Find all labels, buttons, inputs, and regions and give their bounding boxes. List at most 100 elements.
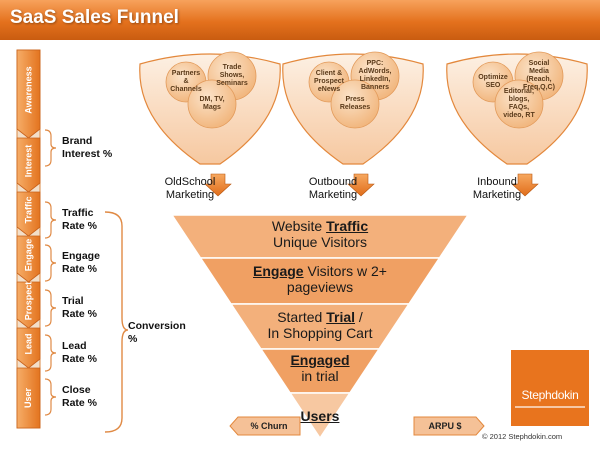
stage-label-text: Lead [23,332,34,355]
stage-chevron [16,235,41,283]
funnel-keyword: Users [300,408,340,424]
funnel-text-line: Engaged [200,352,440,368]
channel-arrow [347,173,375,197]
bubble-text-line: & [183,78,189,85]
stage-chevron [16,327,41,369]
funnel-band-label: Started Trial /In Shopping Cart [200,309,440,341]
bubble-text-line: Mags [203,104,221,111]
channel-bubble-text: DM, TV,Mags [199,96,224,112]
stage-chevron [16,191,41,237]
channel-label-line: Marketing [165,189,215,201]
funnel-text-line: Engage Visitors w 2+ [253,263,387,279]
bubble-text-line: PPC: [366,60,384,67]
stage-label-text: Traffic [23,195,34,224]
stage-label-traffic: Traffic [17,192,40,227]
conversion-bracket [104,211,129,433]
bubble-text-line: Prospect [314,78,344,85]
stage-chevron [16,137,41,193]
funnel-band-label: Engage Visitors w 2+pageviews [200,263,440,295]
arpu-tag-label: ARPU $ [428,421,462,431]
rate-bracket [44,129,57,167]
page-title: SaaS Sales Funnel [10,7,179,28]
stage-chevron [16,281,41,329]
channel-bubble [330,79,380,129]
bubble-text-line: eNews [317,86,341,93]
bubble-text-line: Editorial; [503,88,535,95]
rate-bracket [44,289,57,327]
stage-label-text: Interest [23,144,34,177]
rate-label-line: Traffic [62,207,94,219]
rate-label-line: Engage [62,250,100,262]
channel-label-line: Inbound [477,176,517,188]
channel-label-line: Outbound [308,176,358,188]
rate-label-line: Interest % [62,148,113,160]
funnel-keyword: Engaged [290,352,350,368]
bubble-text-line: Partners [171,70,201,77]
stage-chevron [16,367,41,429]
funnel-keyword: Engage [253,263,304,279]
bubble-text-line: Media [529,68,549,75]
stage-chevron [16,49,41,139]
channel-bubble [187,79,237,129]
bubble-text-line: Releases [339,104,371,111]
rate-label-line: Rate % [62,397,98,409]
channel-arrow [204,173,232,197]
title-bar: SaaS Sales Funnel [0,0,600,40]
bubble-text-line: Shows, [219,72,245,79]
funnel-band [288,392,352,440]
bubble-text-line: DM, TV, [199,96,225,103]
stage-label-prospect: Prospect [17,281,40,320]
funnel-text-line: In Shopping Cart [267,325,373,341]
bubble-text-line: Press [345,96,365,103]
funnel-keyword: Traffic [326,218,369,234]
channel-bubble-label: Partners&Channels [166,62,206,102]
channel-label-line: OldSchool [164,176,216,188]
stage-label-user: User [17,368,40,428]
brand-underline [515,406,585,408]
stage-label-interest: Interest [17,138,40,183]
stage-label-text: User [23,387,34,409]
bubble-text-line: Client & [315,70,343,77]
channel-label-line: Marketing [472,189,522,201]
rate-label-line: Lead [62,340,87,352]
rate-label-line: Brand [62,135,93,147]
brand-name: Stephdokin [521,388,579,402]
funnel-band-label: Users [200,408,440,424]
rate-bracket [44,201,57,239]
bubble-text-line: AdWords, [358,68,392,75]
funnel-text-line: Unique Visitors [273,234,367,250]
channel-bubble-text: Editorial;blogs,FAQs,video, RT [503,88,535,120]
rate-label-line: Trial [62,295,84,307]
channel-bubble-label: PPC:AdWords,LinkedIn,Banners [351,52,399,100]
stage-label-lead: Lead [17,328,40,359]
channel-bubble-label: Editorial;blogs,FAQs,video, RT [495,80,543,128]
churn-tag [229,416,301,436]
stage-label-text: Prospect [23,281,34,320]
brand-logo: Stephdokin [511,350,589,426]
bubble-text-line: FAQs, [508,104,530,111]
churn-tag-label: % Churn [250,421,288,431]
rate-bracket [44,334,57,372]
funnel-text-line: pageviews [286,279,354,295]
channel-bubble-text: Partners&Channels [170,70,202,94]
conversion-label: Conversion % [128,320,186,345]
bubble-text-line: Channels [170,86,202,93]
bubble-text-line: Optimize [478,74,508,81]
bubble-text-line: Social [528,60,550,67]
